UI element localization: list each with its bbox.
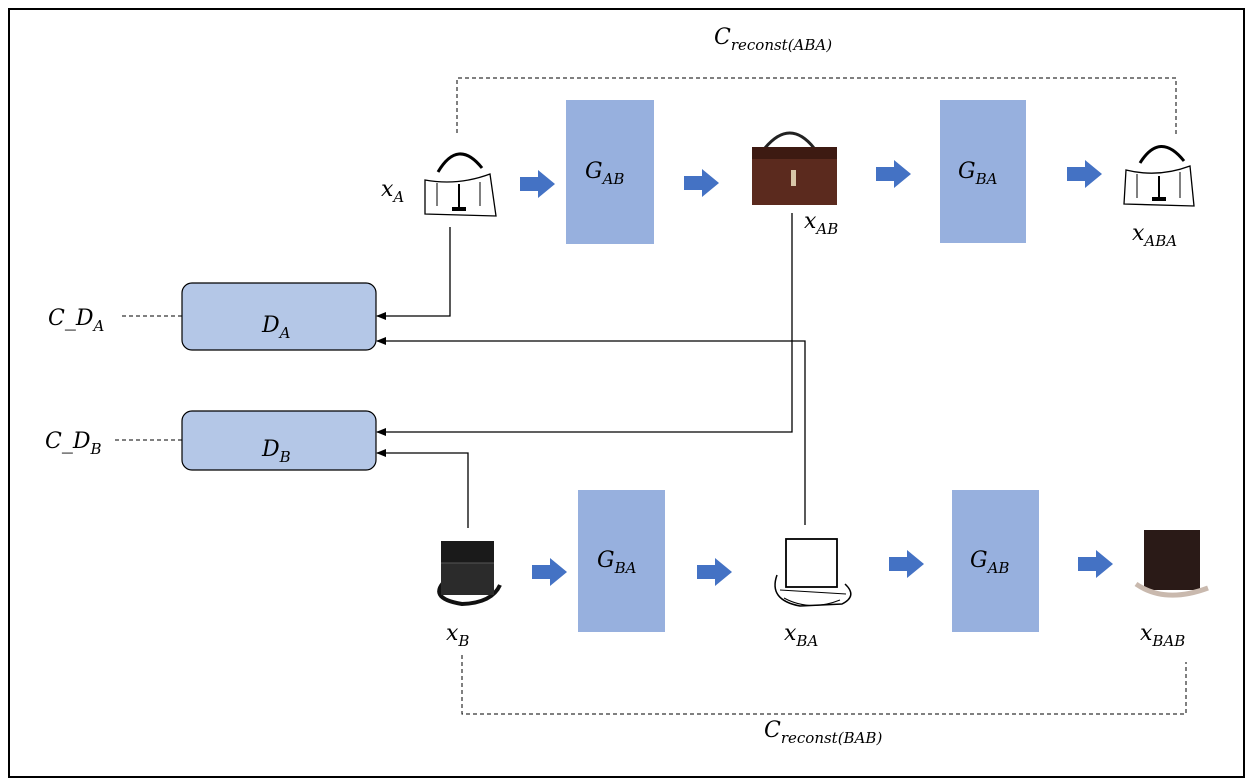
black-messenger-bag-icon bbox=[437, 541, 502, 607]
xab-to-db-arrow bbox=[376, 213, 793, 436]
c-d-b-label: C_DB bbox=[45, 429, 102, 458]
reconst-aba-label: Creconst(ABA) bbox=[714, 25, 832, 54]
dark-bag-icon bbox=[1134, 530, 1209, 598]
generator-ab-top-label: GAB bbox=[585, 159, 624, 188]
xaba-label: xABA bbox=[1132, 221, 1177, 250]
reconst-bab-dashed-line bbox=[461, 655, 1187, 715]
xab-label: xAB bbox=[804, 209, 838, 238]
generator-ba-bottom-label: GBA bbox=[597, 548, 637, 577]
reconst-aba-dashed-line bbox=[456, 77, 1177, 135]
brown-bag-icon bbox=[752, 131, 837, 205]
xb-to-db-arrow bbox=[376, 449, 469, 528]
flow-arrow-8 bbox=[1078, 550, 1113, 578]
flow-arrow-7 bbox=[889, 550, 924, 578]
flow-arrow-1 bbox=[520, 170, 555, 198]
bag-sketch-icon bbox=[1123, 145, 1195, 207]
messenger-sketch-icon bbox=[774, 538, 852, 607]
bag-sketch-icon bbox=[424, 152, 497, 217]
xba-to-da-arrow bbox=[376, 337, 806, 525]
generator-ba-top bbox=[940, 100, 1026, 243]
flow-arrow-5 bbox=[532, 558, 567, 586]
flow-arrow-6 bbox=[697, 558, 732, 586]
xbab-label: xBAB bbox=[1140, 621, 1185, 650]
reconst-bab-label: Creconst(BAB) bbox=[764, 718, 882, 747]
c-d-a-label: C_DA bbox=[48, 306, 104, 335]
xba-label: xBA bbox=[784, 621, 818, 650]
flow-arrow-2 bbox=[684, 169, 719, 197]
xa-to-da-arrow bbox=[376, 227, 451, 320]
discriminator-a-label: DA bbox=[261, 313, 291, 342]
xb-label: xB bbox=[446, 621, 469, 650]
generator-ab-bottom-label: GAB bbox=[970, 548, 1009, 577]
discriminator-a-box bbox=[181, 282, 377, 351]
flow-arrow-4 bbox=[1067, 160, 1102, 188]
discriminator-b-box bbox=[181, 410, 377, 471]
discriminator-b-label: DB bbox=[261, 437, 291, 466]
flow-arrow-3 bbox=[876, 160, 911, 188]
generator-ab-bottom bbox=[952, 490, 1039, 632]
generator-ba-bottom bbox=[578, 490, 665, 632]
generator-ab-top bbox=[566, 100, 654, 244]
xa-label: xA bbox=[381, 177, 404, 206]
generator-ba-top-label: GBA bbox=[958, 159, 998, 188]
